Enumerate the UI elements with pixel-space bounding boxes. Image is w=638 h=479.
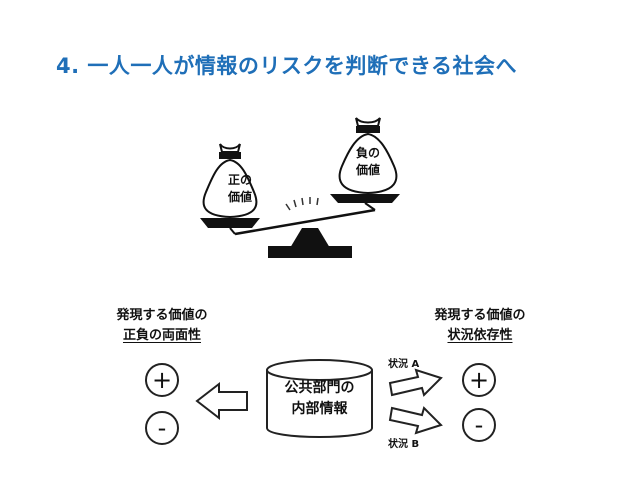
balance-tilt-marks [285,197,319,211]
database-label: 公共部門の 内部情報 [284,380,355,417]
scale-fulcrum [290,228,330,248]
condition-b-label: 状況 B [388,439,420,450]
scale-base [268,246,352,258]
right-plus-symbol: + [462,363,496,397]
right-minus-symbol: - [462,408,496,442]
arrow-condition-b-icon [388,406,443,435]
condition-a-label: 状況 A [388,359,420,370]
left-arrow-icon [195,381,248,421]
right-money-bag-icon [338,117,398,195]
left-heading: 発現する価値の 正負の両面性 [116,308,208,343]
left-pan [200,218,260,228]
right-heading: 発現する価値の 状況依存性 [434,308,526,343]
left-plus-symbol: + [145,363,179,397]
right-bag-label: 負の 価値 [355,146,380,177]
balance-scale-illustration [200,117,400,258]
right-pan [330,194,400,203]
left-minus-symbol: - [145,411,179,445]
scale-beam [234,208,376,236]
left-money-bag-icon [202,143,258,219]
slide-title: 4. 一人一人が情報のリスクを判断できる社会へ [56,54,517,78]
left-bag-label: 正の 価値 [227,173,252,204]
database-cylinder-icon [266,359,373,438]
arrow-condition-a-icon [388,368,443,397]
